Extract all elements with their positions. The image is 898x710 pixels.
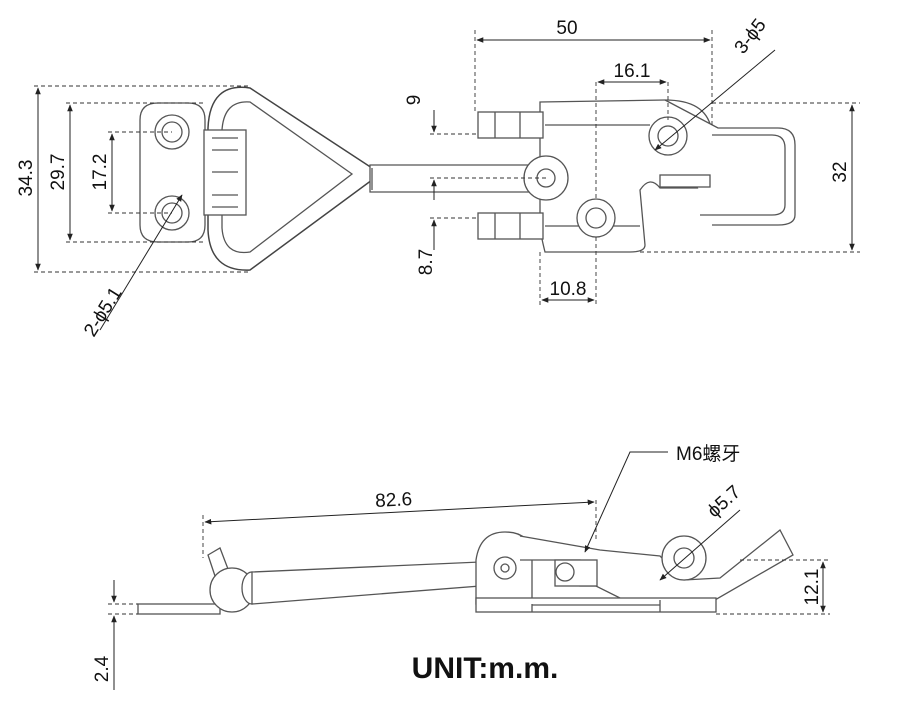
side-rod	[251, 561, 481, 605]
side-dimension-lines	[111, 451, 826, 690]
dim-32-label: 32	[830, 161, 851, 182]
hook-loop	[203, 86, 373, 271]
dim-9-label: 9	[404, 95, 425, 106]
unit-label: UNIT:m.m.	[412, 652, 559, 685]
dim-50-label: 50	[556, 18, 577, 39]
strike-plate	[139, 102, 206, 243]
dim-12-1-label: 12.1	[802, 569, 823, 606]
side-extension-lines	[108, 500, 830, 615]
dim-10-8-label: 10.8	[550, 279, 587, 300]
top-view: 50 16.1 3-ϕ5 9 8.7 10.8 32 34.3 29.7 17.…	[16, 15, 860, 341]
dim-16-1-label: 16.1	[614, 61, 651, 82]
dimension-lines	[35, 37, 855, 331]
dim-d5-7-label: ϕ5.7	[704, 482, 746, 522]
dim-34-3-label: 34.3	[16, 160, 37, 197]
thread-label: M6螺牙	[676, 443, 740, 465]
dim-82-6-label: 82.6	[375, 489, 413, 512]
dim-29-7-label: 29.7	[48, 154, 69, 191]
dim-2-d5-1-label: 2-ϕ5.1	[80, 284, 126, 341]
extension-lines	[34, 30, 860, 305]
side-latch-body	[475, 528, 794, 613]
dim-17-2-label: 17.2	[90, 154, 111, 191]
dim-3-d5-label: 3-ϕ5	[731, 15, 771, 58]
side-strike-plate	[137, 547, 263, 615]
dim-2-4-label: 2.4	[92, 655, 113, 682]
dim-8-7-label: 8.7	[416, 249, 437, 275]
latch-body	[477, 99, 796, 253]
